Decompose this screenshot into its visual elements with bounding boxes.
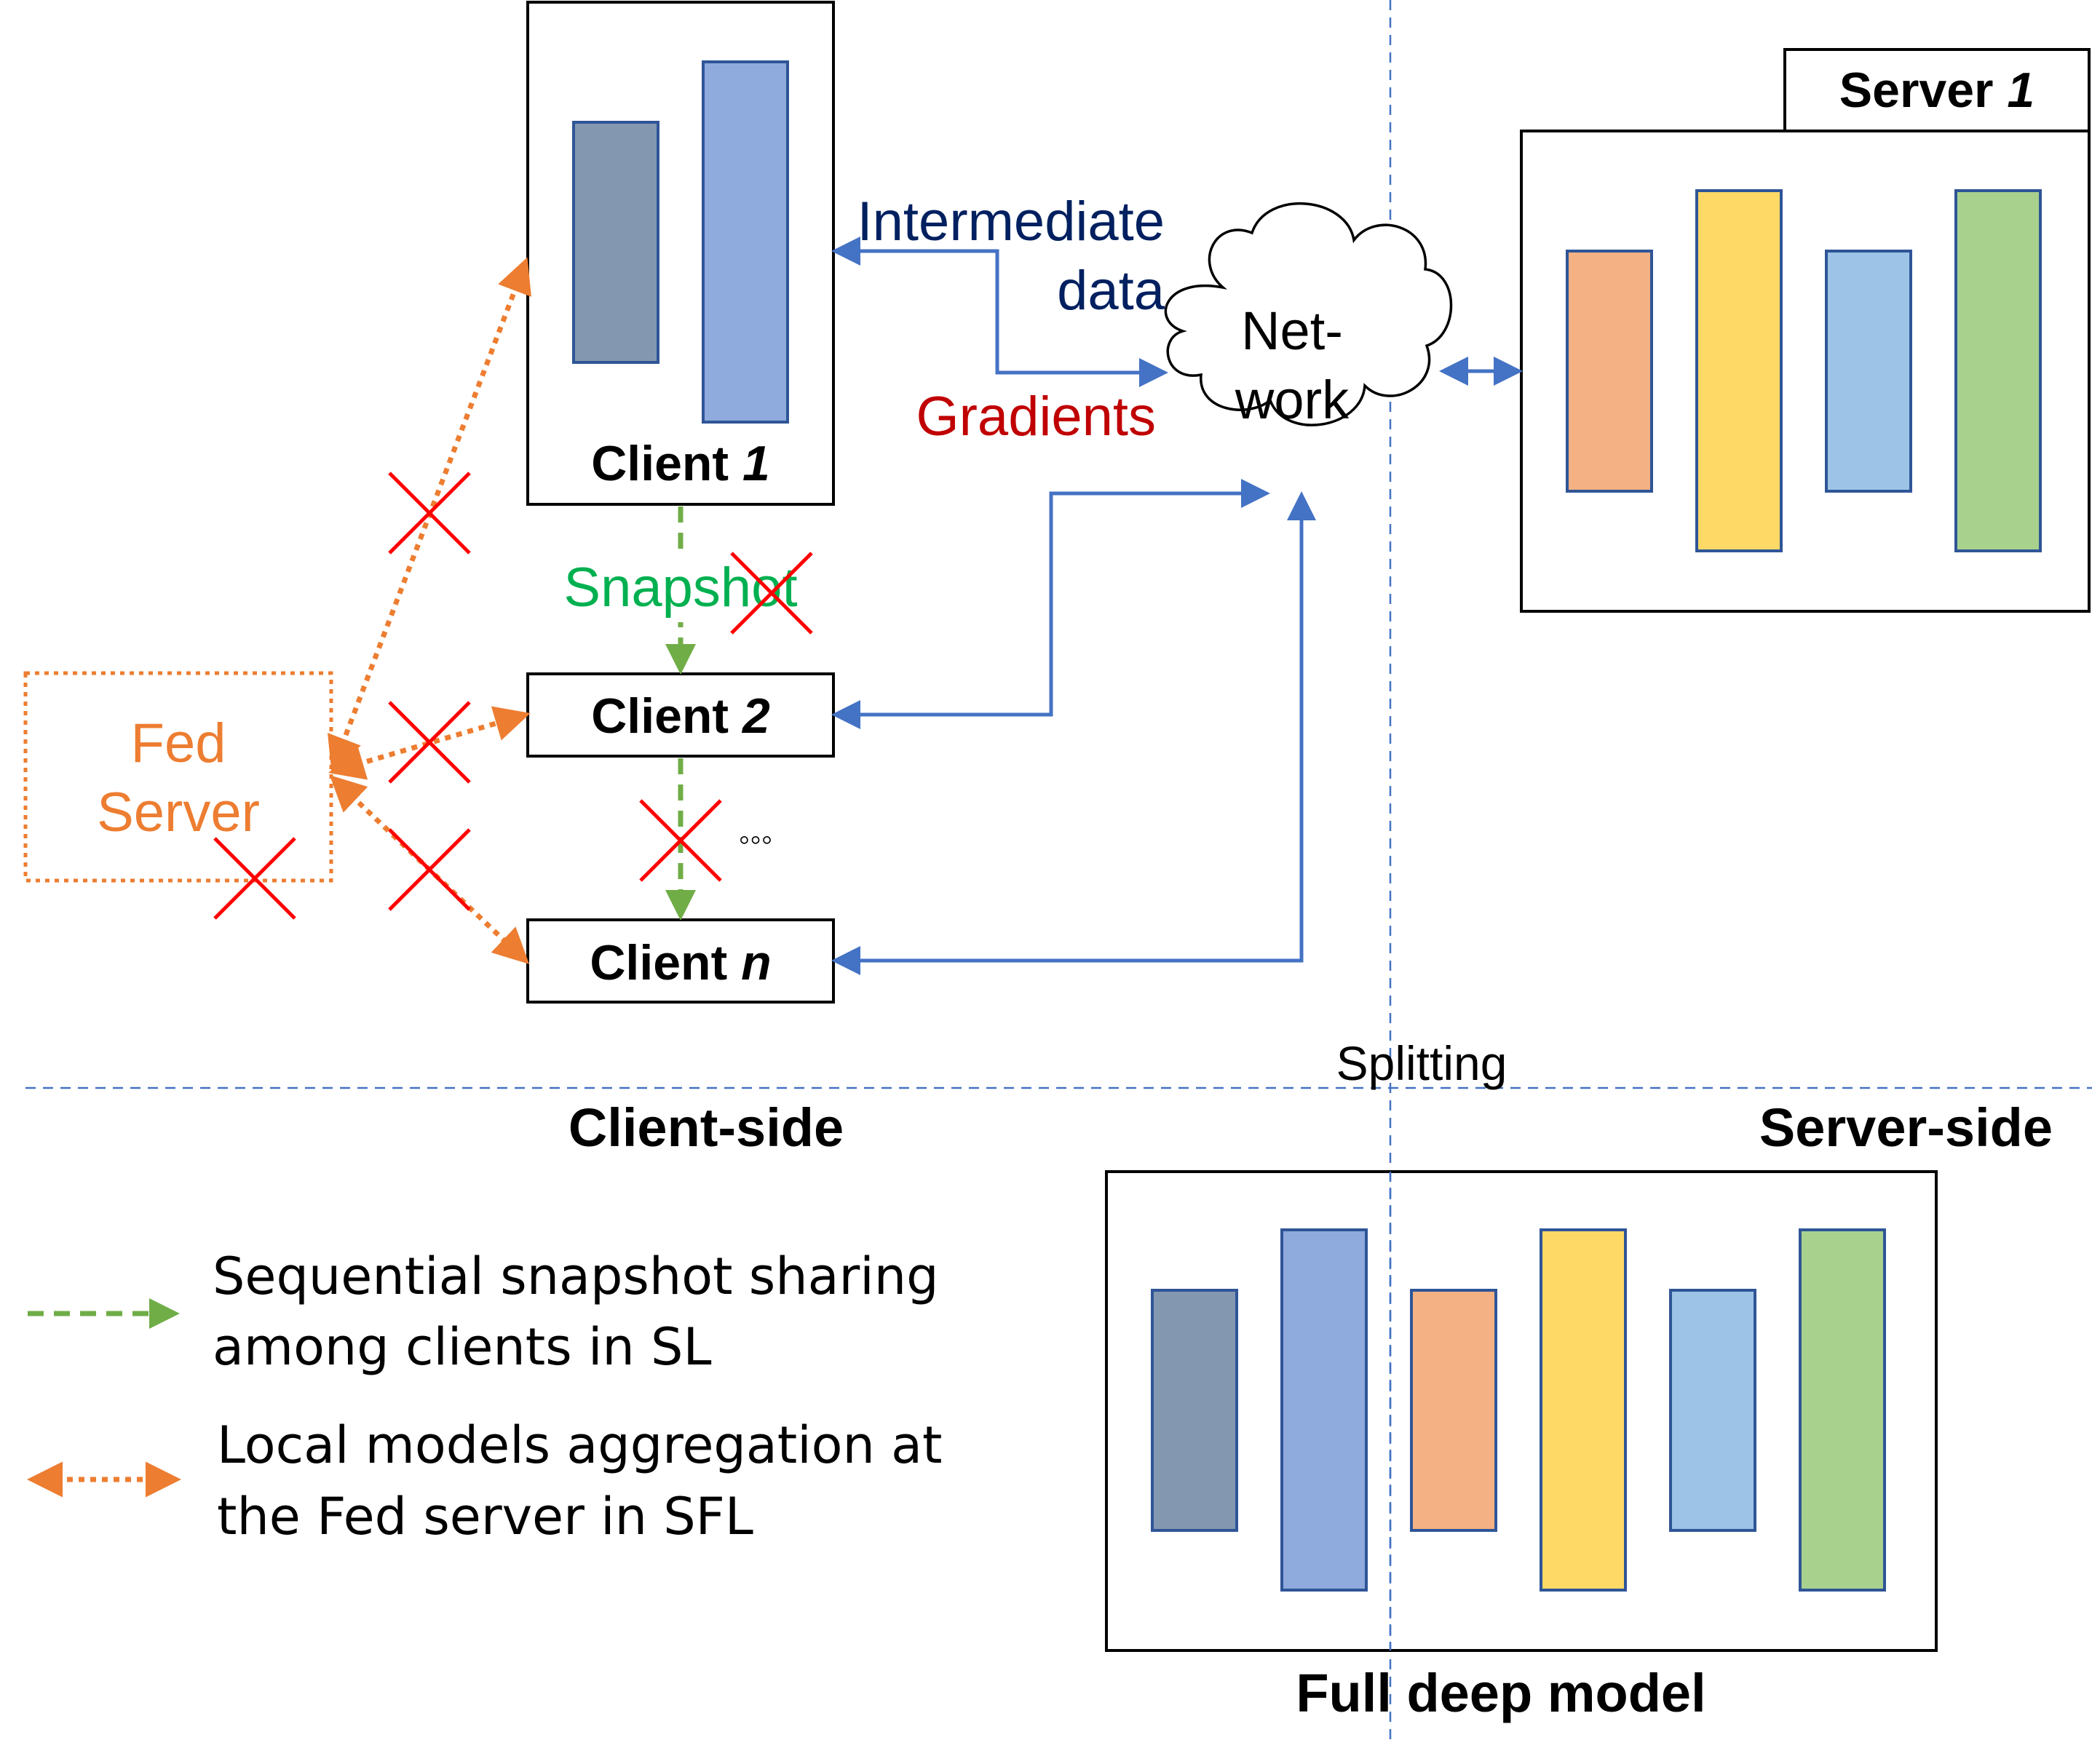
fed-client-2-arrow [328, 706, 531, 780]
full-model-label: Full deep model [1296, 1663, 1705, 1723]
fed-server-label-line2: Server [97, 782, 260, 843]
intermediate-data-label-line1: Intermediate [857, 191, 1165, 253]
legend-sfl-line2: the Fed server in SFL [217, 1487, 753, 1546]
cross-icon [639, 799, 722, 882]
server-tab [1783, 48, 2091, 132]
full-model-layer-2 [1280, 1228, 1368, 1592]
legend-sfl-line1: Local models aggregation at [217, 1415, 942, 1475]
server-layer-2 [1695, 189, 1783, 552]
full-model-layer-3 [1410, 1289, 1497, 1532]
fed-server-label-line1: Fed [131, 712, 226, 774]
server-layer-3 [1825, 250, 1912, 493]
client-n-label: Client n [590, 935, 771, 990]
server-layer-1 [1566, 250, 1653, 493]
network-cloud [1164, 202, 1453, 426]
cross-icon [388, 701, 471, 784]
cross-icon [388, 472, 471, 555]
client-n-network-arrow [831, 491, 1316, 975]
full-model-box [1105, 1170, 1938, 1652]
client-1-network-arrow [831, 237, 1168, 387]
client-2-network-arrow [831, 479, 1270, 729]
client-2-label: Client 2 [591, 688, 770, 744]
snapshot-label: Snapshot [563, 557, 797, 619]
full-model-layer-1 [1151, 1289, 1238, 1532]
cross-icon [730, 552, 813, 635]
network-label-line2: work [1235, 370, 1350, 430]
server-layer-4 [1954, 189, 2042, 552]
client-2-box [526, 672, 835, 758]
gradients-label: Gradients [916, 386, 1157, 448]
network-label-line1: Net- [1241, 301, 1343, 361]
client-side-label: Client-side [568, 1097, 844, 1158]
cross-icon [388, 828, 471, 911]
splitting-label: Splitting [1336, 1036, 1507, 1090]
full-model-layer-6 [1799, 1228, 1886, 1592]
client-1-layer-2 [702, 60, 789, 424]
client-1-label: Client 1 [591, 436, 770, 491]
full-model-layer-4 [1540, 1228, 1627, 1592]
more-clients-ellipsis: ◦◦◦ [739, 822, 773, 857]
intermediate-data-label-line2: data [1057, 260, 1165, 322]
client-1-layer-1 [572, 121, 659, 364]
legend-sl-line2: among clients in SL [213, 1317, 711, 1377]
full-model-layer-5 [1669, 1289, 1756, 1532]
cross-icon [213, 837, 296, 920]
server-label: Server 1 [1839, 63, 2034, 118]
legend-sl-line1: Sequential snapshot sharing [213, 1247, 939, 1306]
server-side-label: Server-side [1759, 1097, 2053, 1158]
